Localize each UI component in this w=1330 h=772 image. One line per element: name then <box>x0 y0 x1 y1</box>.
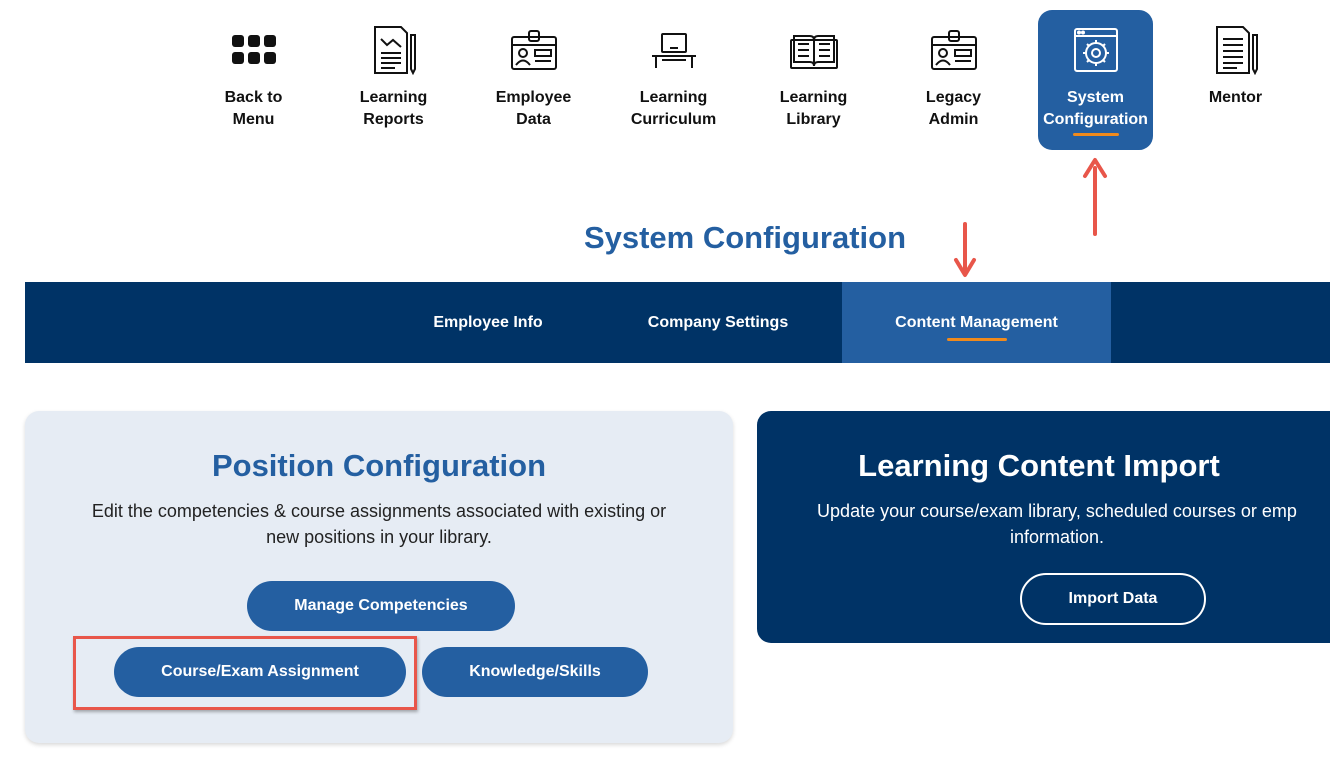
nav-label: Back to Menu <box>224 89 283 128</box>
nav-label: Learning Curriculum <box>630 89 717 128</box>
tab-label: Content Management <box>895 313 1058 331</box>
tab-company-settings[interactable]: Company Settings <box>618 282 818 363</box>
report-document-icon <box>1208 22 1264 78</box>
tab-employee-info[interactable]: Employee Info <box>393 282 583 363</box>
nav-label: System Configuration <box>1043 89 1148 128</box>
nav-label: Legacy Admin <box>925 89 982 128</box>
page-title: System Configuration <box>583 220 907 255</box>
section-tab-bar: Employee Info Company Settings Content M… <box>25 282 1330 363</box>
top-nav: Back to Menu Learning Reports <box>184 10 1324 150</box>
nav-learning-reports[interactable]: Learning Reports <box>336 10 451 150</box>
nav-learning-library[interactable]: Learning Library <box>756 10 871 150</box>
card-title: Learning Content Import <box>858 448 1220 483</box>
grid-menu-icon <box>226 22 282 78</box>
nav-legacy-admin[interactable]: Legacy Admin <box>896 10 1011 150</box>
tab-content-management[interactable]: Content Management <box>842 282 1111 363</box>
annotation-arrow-up-icon <box>1083 158 1107 236</box>
laptop-desk-icon <box>646 22 702 78</box>
active-tab-underline <box>946 337 1007 341</box>
annotation-highlight-box <box>73 636 417 710</box>
nav-back-to-menu[interactable]: Back to Menu <box>196 10 311 150</box>
nav-label: Learning Reports <box>359 89 428 128</box>
settings-window-icon <box>1068 22 1124 78</box>
nav-learning-curriculum[interactable]: Learning Curriculum <box>616 10 731 150</box>
card-description-line: Update your course/exam library, schedul… <box>817 501 1297 521</box>
manage-competencies-button[interactable]: Manage Competencies <box>247 581 515 631</box>
nav-system-configuration[interactable]: System Configuration <box>1038 10 1153 150</box>
report-document-icon <box>366 22 422 78</box>
card-description: Edit the competencies & course assignmen… <box>91 501 667 547</box>
card-title: Position Configuration <box>211 448 547 483</box>
nav-employee-data[interactable]: Employee Data <box>476 10 591 150</box>
nav-label: Mentor <box>1208 89 1263 106</box>
open-book-icon <box>786 22 842 78</box>
card-description: Update your course/exam library, schedul… <box>757 498 1330 550</box>
id-badge-icon <box>506 22 562 78</box>
card-description-line: information. <box>1009 527 1105 547</box>
annotation-arrow-down-icon <box>954 222 976 277</box>
active-underline <box>1072 133 1119 136</box>
id-badge-icon <box>926 22 982 78</box>
knowledge-skills-button[interactable]: Knowledge/Skills <box>422 647 648 697</box>
nav-mentor[interactable]: Mentor <box>1178 10 1293 150</box>
nav-label: Employee Data <box>495 89 572 128</box>
import-data-button[interactable]: Import Data <box>1020 573 1206 625</box>
tab-label: Company Settings <box>647 313 789 331</box>
nav-label: Learning Library <box>779 89 848 128</box>
tab-label: Employee Info <box>433 313 543 331</box>
course-exam-assignment-button[interactable]: Course/Exam Assignment <box>114 647 406 697</box>
